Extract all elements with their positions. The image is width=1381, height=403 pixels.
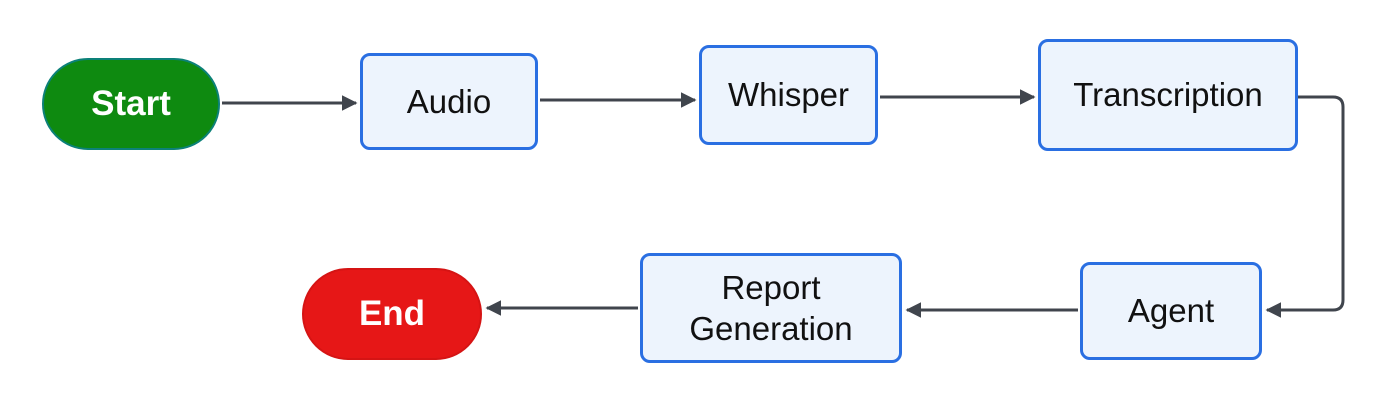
node-start: Start: [42, 58, 220, 150]
node-audio-label: Audio: [406, 82, 492, 120]
node-audio: Audio: [360, 53, 538, 150]
node-report-generation: Report Generation: [640, 253, 902, 363]
node-end-label: End: [358, 294, 426, 334]
node-start-label: Start: [91, 84, 171, 124]
node-end: End: [302, 268, 482, 360]
node-agent-label: Agent: [1127, 292, 1215, 330]
node-whisper-label: Whisper: [727, 76, 850, 114]
node-whisper: Whisper: [699, 45, 878, 145]
node-agent: Agent: [1080, 262, 1262, 360]
node-transcription-label: Transcription: [1073, 76, 1263, 114]
node-transcription: Transcription: [1038, 39, 1298, 151]
node-report-generation-label: Report Generation: [689, 268, 853, 347]
